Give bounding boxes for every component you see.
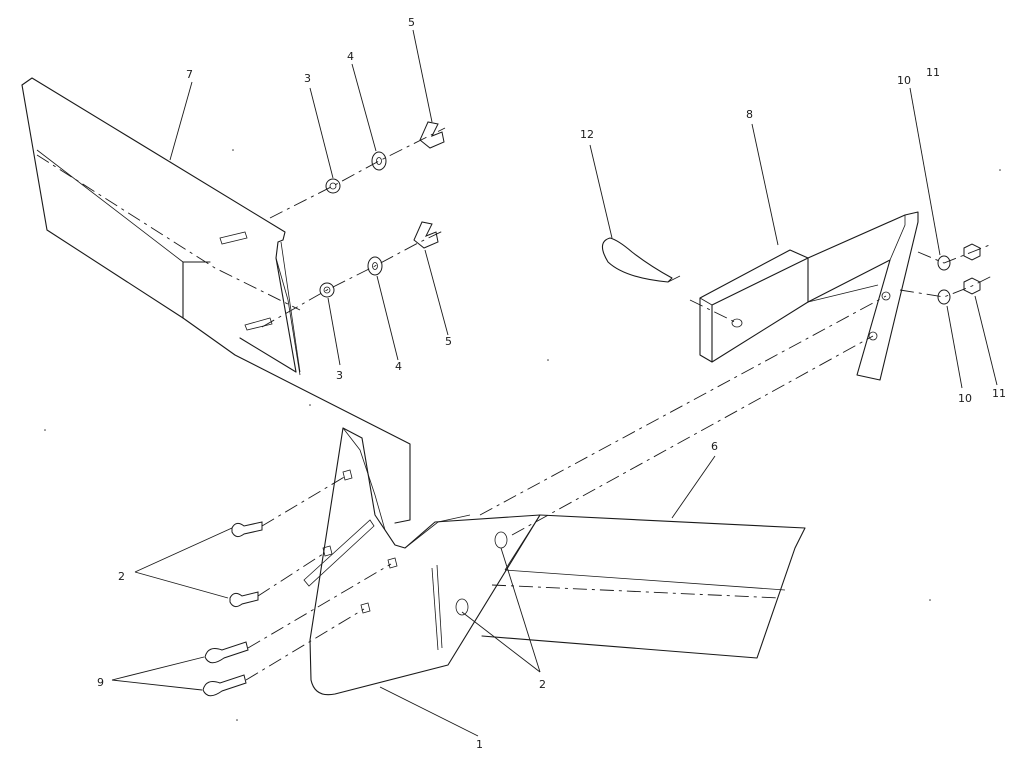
callout-2-left: 2 (118, 570, 125, 583)
part-12-hair-pin (601, 237, 681, 283)
hardware (202, 121, 981, 697)
callout-10-upper: 10 (897, 74, 911, 87)
callout-11-lower: 11 (992, 387, 1006, 400)
flat-washer-upper (371, 151, 387, 171)
callout-4-upper: 4 (347, 50, 354, 63)
carriage-bolt-9-lower (202, 674, 247, 697)
part-7-deflector-plate (21, 77, 411, 524)
callout-2-right: 2 (539, 678, 546, 691)
callout-5-lower: 5 (445, 335, 452, 348)
wing-nut-lower (413, 221, 439, 249)
callout-12: 12 (580, 128, 594, 141)
carriage-bolt-9-upper (204, 641, 249, 664)
part-1-bracket (303, 427, 541, 696)
leader-lines (111, 29, 998, 737)
callout-8: 8 (746, 108, 753, 121)
callout-1: 1 (476, 738, 483, 751)
callout-3-upper: 3 (304, 72, 311, 85)
washer-10-lower (937, 289, 951, 305)
callout-7: 7 (186, 68, 193, 81)
lock-washer-upper (325, 178, 341, 194)
callout-5-upper: 5 (408, 16, 415, 29)
assembly-centerlines (245, 127, 993, 681)
callout-labels: 7 3 4 5 3 4 5 12 8 10 11 10 11 6 2 9 2 1 (97, 16, 1006, 751)
bolt-2-upper (231, 521, 263, 538)
callout-4-lower: 4 (395, 360, 402, 373)
callout-11-upper: 11 (926, 66, 940, 79)
print-specks (44, 149, 1001, 721)
callout-6: 6 (711, 440, 718, 453)
bolt-2-lower (229, 591, 259, 608)
callout-10-lower: 10 (958, 392, 972, 405)
callout-9: 9 (97, 676, 104, 689)
callout-3-lower: 3 (336, 369, 343, 382)
part-6-channel (404, 514, 806, 659)
part-8-pad-assembly (699, 211, 919, 381)
